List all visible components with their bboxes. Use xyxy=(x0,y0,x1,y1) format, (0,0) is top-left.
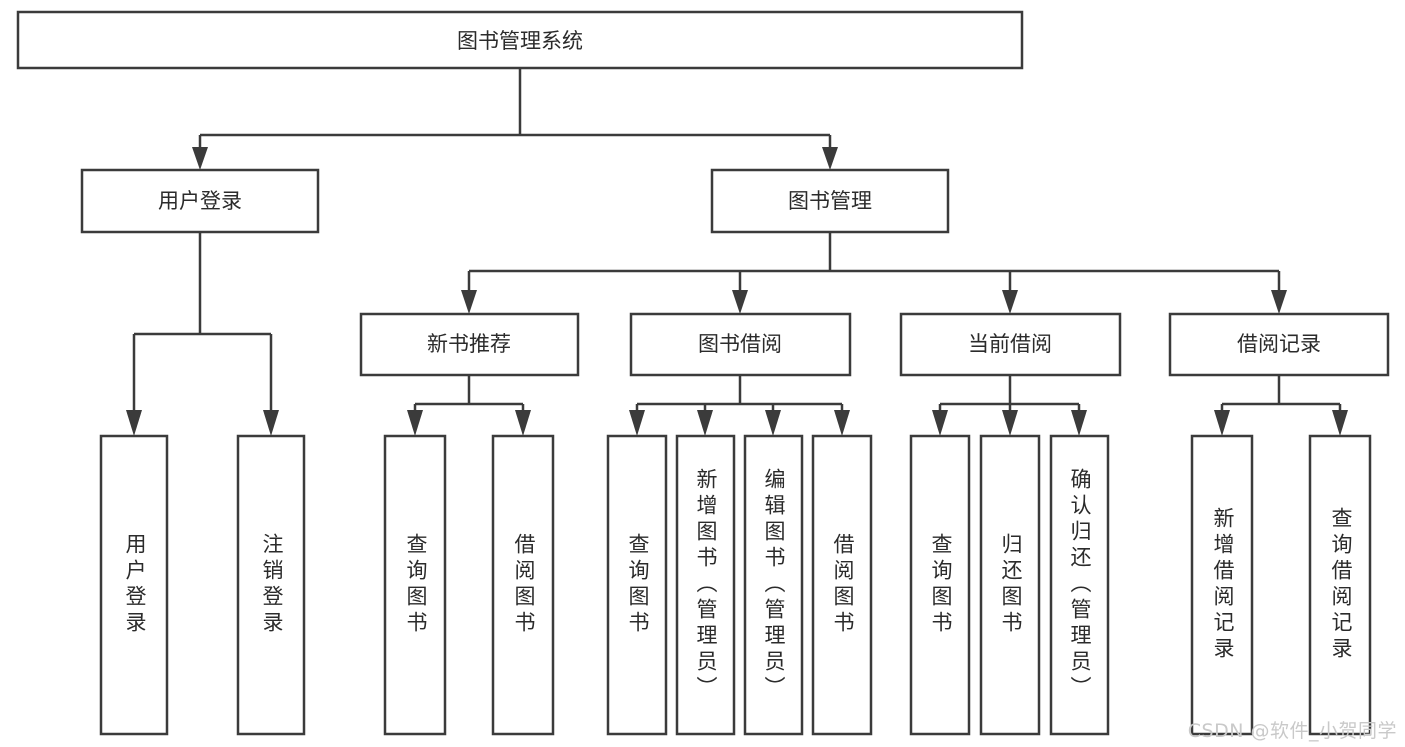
node-leaf-add-book-label: 新增图书（管理员） xyxy=(694,468,718,702)
node-current-borrow[interactable]: 当前借阅 xyxy=(899,312,1122,377)
node-leaf-add-record[interactable]: 新增借阅记录 xyxy=(1190,434,1254,736)
arrow-head-leaf-user-login xyxy=(126,410,142,436)
node-book-manage[interactable]: 图书管理 xyxy=(710,168,950,234)
node-leaf-borrow-book-2-box[interactable] xyxy=(811,434,873,736)
arrow-head-book-borrow xyxy=(732,290,748,314)
node-leaf-add-book[interactable]: 新增图书（管理员） xyxy=(675,434,736,736)
arrow-head-current-borrow xyxy=(1002,290,1018,314)
node-leaf-query-record-label: 查询借阅记录 xyxy=(1329,507,1353,663)
node-leaf-user-logout[interactable]: 注销登录 xyxy=(236,434,306,736)
arrow-head-new-book-recommend xyxy=(461,290,477,314)
node-root[interactable]: 图书管理系统 xyxy=(16,10,1024,70)
node-book-manage-label: 图书管理 xyxy=(788,189,872,213)
arrow-head-leaf-add-record xyxy=(1214,410,1230,436)
node-book-manage-box[interactable] xyxy=(710,168,950,234)
node-leaf-confirm-return-box[interactable] xyxy=(1049,434,1110,736)
node-leaf-query-record-box[interactable] xyxy=(1308,434,1372,736)
arrow-head-leaf-query-book-1 xyxy=(407,410,423,436)
node-leaf-query-record[interactable]: 查询借阅记录 xyxy=(1308,434,1372,736)
node-leaf-query-book-2[interactable]: 查询图书 xyxy=(606,434,668,736)
node-leaf-borrow-book-1-box[interactable] xyxy=(491,434,555,736)
node-leaf-user-login-box[interactable] xyxy=(99,434,169,736)
node-leaf-query-book-2-label: 查询图书 xyxy=(626,533,650,637)
node-leaf-borrow-book-2[interactable]: 借阅图书 xyxy=(811,434,873,736)
node-leaf-return-book[interactable]: 归还图书 xyxy=(979,434,1041,736)
node-leaf-user-logout-label: 注销登录 xyxy=(260,533,284,637)
arrow-head-user-login xyxy=(192,147,208,170)
node-current-borrow-box[interactable] xyxy=(899,312,1122,377)
arrow-head-leaf-confirm-return xyxy=(1071,410,1087,436)
node-leaf-user-login-label: 用户登录 xyxy=(123,533,147,637)
node-leaf-confirm-return-label: 确认归还（管理员） xyxy=(1068,468,1092,702)
node-user-login-label: 用户登录 xyxy=(158,189,242,213)
node-leaf-query-book-1-box[interactable] xyxy=(383,434,447,736)
node-leaf-query-book-2-box[interactable] xyxy=(606,434,668,736)
node-leaf-user-logout-box[interactable] xyxy=(236,434,306,736)
node-book-borrow-label: 图书借阅 xyxy=(698,332,782,356)
node-book-borrow-box[interactable] xyxy=(629,312,852,377)
arrow-head-leaf-user-logout xyxy=(263,410,279,436)
node-leaf-edit-book-label: 编辑图书（管理员） xyxy=(762,468,786,702)
arrow-head-book-manage xyxy=(822,147,838,170)
arrow-head-leaf-query-record xyxy=(1332,410,1348,436)
node-leaf-return-book-label: 归还图书 xyxy=(999,533,1023,637)
connectors xyxy=(126,68,1348,436)
arrow-head-leaf-borrow-book-1 xyxy=(515,410,531,436)
arrow-head-leaf-query-book-2 xyxy=(629,410,645,436)
node-leaf-add-record-box[interactable] xyxy=(1190,434,1254,736)
node-leaf-return-book-box[interactable] xyxy=(979,434,1041,736)
node-leaf-borrow-book-1[interactable]: 借阅图书 xyxy=(491,434,555,736)
arrow-head-leaf-edit-book xyxy=(765,410,781,436)
node-borrow-record-box[interactable] xyxy=(1168,312,1390,377)
node-new-book-recommend-box[interactable] xyxy=(359,312,580,377)
node-leaf-borrow-book-1-label: 借阅图书 xyxy=(512,533,536,637)
node-leaf-borrow-book-2-label: 借阅图书 xyxy=(831,533,855,637)
arrow-head-leaf-return-book xyxy=(1002,410,1018,436)
node-borrow-record-label: 借阅记录 xyxy=(1237,332,1321,356)
node-user-login-box[interactable] xyxy=(80,168,320,234)
node-leaf-add-book-box[interactable] xyxy=(675,434,736,736)
node-current-borrow-label: 当前借阅 xyxy=(968,332,1052,356)
arrow-head-borrow-record xyxy=(1271,290,1287,314)
node-leaf-query-book-1-label: 查询图书 xyxy=(404,533,428,637)
node-root-box[interactable] xyxy=(16,10,1024,70)
node-leaf-edit-book[interactable]: 编辑图书（管理员） xyxy=(743,434,804,736)
arrow-head-leaf-add-book xyxy=(697,410,713,436)
node-leaf-query-book-3-box[interactable] xyxy=(909,434,971,736)
node-book-borrow[interactable]: 图书借阅 xyxy=(629,312,852,377)
node-leaf-query-book-3[interactable]: 查询图书 xyxy=(909,434,971,736)
node-leaf-user-login[interactable]: 用户登录 xyxy=(99,434,169,736)
arrow-head-leaf-borrow-book-2 xyxy=(834,410,850,436)
node-leaf-edit-book-box[interactable] xyxy=(743,434,804,736)
node-leaf-query-book-1[interactable]: 查询图书 xyxy=(383,434,447,736)
node-new-book-recommend-label: 新书推荐 xyxy=(427,332,511,356)
node-borrow-record[interactable]: 借阅记录 xyxy=(1168,312,1390,377)
node-user-login[interactable]: 用户登录 xyxy=(80,168,320,234)
node-root-label: 图书管理系统 xyxy=(457,29,583,53)
node-new-book-recommend[interactable]: 新书推荐 xyxy=(359,312,580,377)
node-leaf-add-record-label: 新增借阅记录 xyxy=(1211,507,1235,663)
arrow-head-leaf-query-book-3 xyxy=(932,410,948,436)
node-leaf-query-book-3-label: 查询图书 xyxy=(929,533,953,637)
node-leaf-confirm-return[interactable]: 确认归还（管理员） xyxy=(1049,434,1110,736)
